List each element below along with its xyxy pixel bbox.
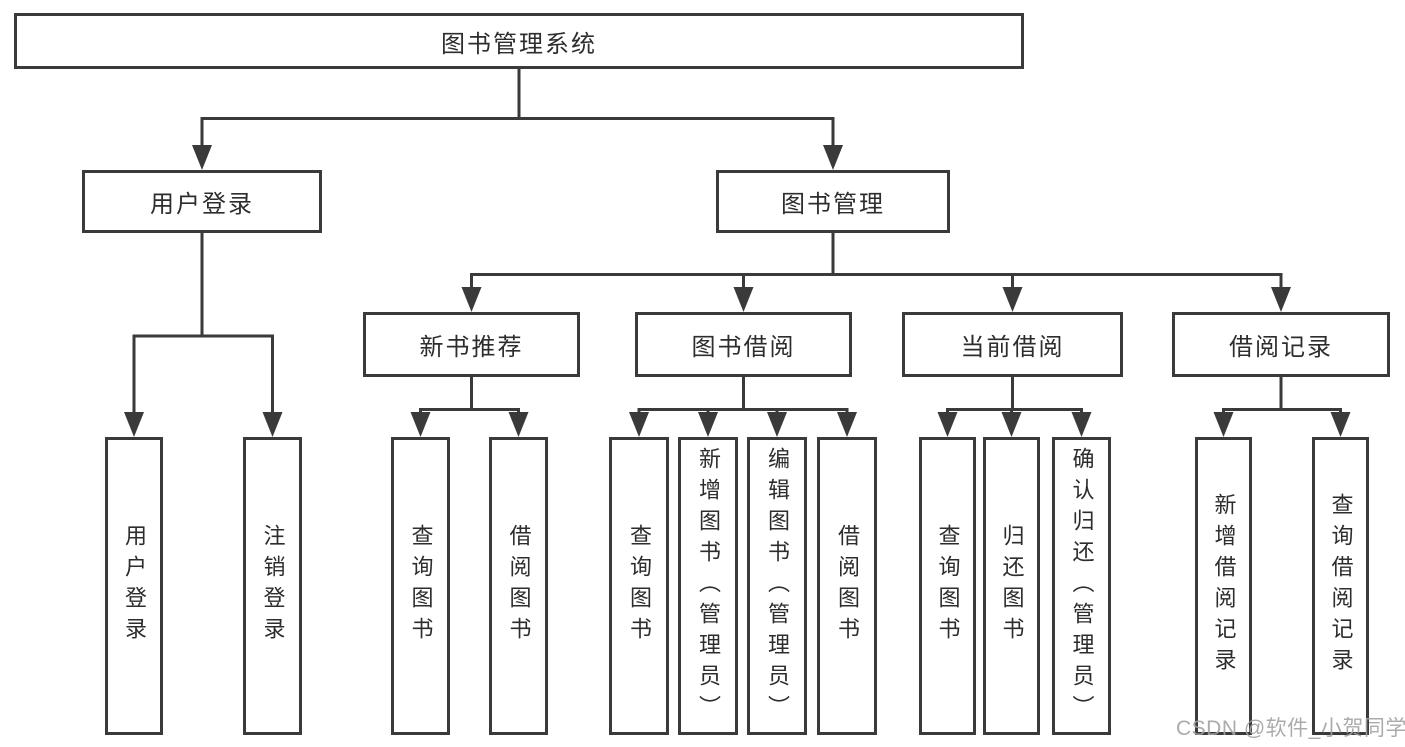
node-borrowing: 图书借阅	[635, 312, 852, 377]
leaf-user-login: 用户登录	[105, 437, 163, 735]
csdn-watermark: CSDN @软件_小贺同学	[1176, 717, 1405, 740]
node-book-mgmt: 图书管理	[716, 170, 950, 233]
leaf-current-return: 归还图书	[983, 437, 1040, 735]
leaf-newbook-query: 查询图书	[391, 437, 450, 735]
connector-book-mgmt	[461, 233, 1291, 312]
connector-borrowing	[629, 377, 857, 437]
node-user-login: 用户登录	[82, 170, 322, 233]
leaf-logout: 注销登录	[243, 437, 302, 735]
node-root: 图书管理系统	[14, 13, 1024, 69]
leaf-newbook-borrow: 借阅图书	[489, 437, 548, 735]
leaf-record-add: 新增借阅记录	[1195, 437, 1252, 735]
connector-borrow-records	[1213, 377, 1351, 437]
node-current-borrow: 当前借阅	[902, 312, 1123, 377]
connector-user-login	[124, 233, 283, 437]
connector-root	[192, 69, 843, 170]
node-borrow-records: 借阅记录	[1172, 312, 1390, 377]
node-new-books: 新书推荐	[363, 312, 580, 377]
leaf-borrow-query: 查询图书	[609, 437, 669, 735]
connector-new-books	[410, 377, 529, 437]
leaf-borrow-edit: 编辑图书（管理员）	[747, 437, 807, 735]
leaf-current-query: 查询图书	[919, 437, 976, 735]
connector-current-borrow	[937, 377, 1092, 437]
leaf-borrow-add: 新增图书（管理员）	[678, 437, 738, 735]
leaf-current-confirm: 确认归还（管理员）	[1052, 437, 1111, 735]
leaf-record-query: 查询借阅记录	[1312, 437, 1369, 735]
leaf-borrow-borrow: 借阅图书	[817, 437, 877, 735]
